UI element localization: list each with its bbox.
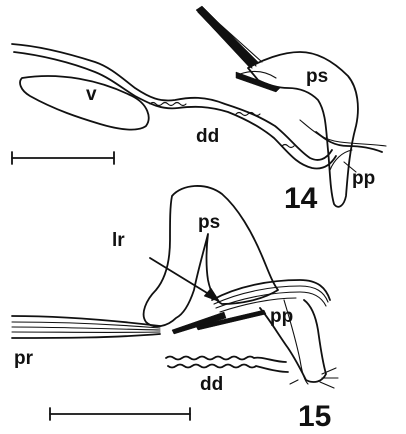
fig15-label-dd: dd <box>200 374 223 395</box>
fig14-label-ps: ps <box>306 66 328 87</box>
fig15-number: 15 <box>298 400 331 433</box>
fig15-muscle-band <box>172 280 330 334</box>
fig15-label-pp: pp <box>270 306 293 327</box>
fig14-retractor-muscle <box>196 6 280 92</box>
fig15-scale-bar <box>50 408 190 420</box>
fig15-lr-arrow <box>150 258 220 302</box>
figure-15: ps lr pp pr dd 15 <box>12 186 338 433</box>
fig15-distal-duct-lower <box>168 365 288 373</box>
fig14-label-dd: dd <box>196 126 219 147</box>
fig15-penial-retractor <box>12 316 160 338</box>
figure-14: v dd ps pp 14 <box>12 6 386 215</box>
fig15-penial-sheath <box>144 186 278 326</box>
fig15-label-ps: ps <box>198 212 220 233</box>
fig15-papilla-tip <box>290 368 338 388</box>
fig15-label-lr: lr <box>112 230 125 251</box>
fig15-distal-duct-upper <box>166 357 286 363</box>
fig14-label-v: v <box>86 84 97 105</box>
fig15-label-pr: pr <box>14 348 34 369</box>
fig14-scale-bar <box>12 152 114 164</box>
fig14-number: 14 <box>284 182 318 215</box>
